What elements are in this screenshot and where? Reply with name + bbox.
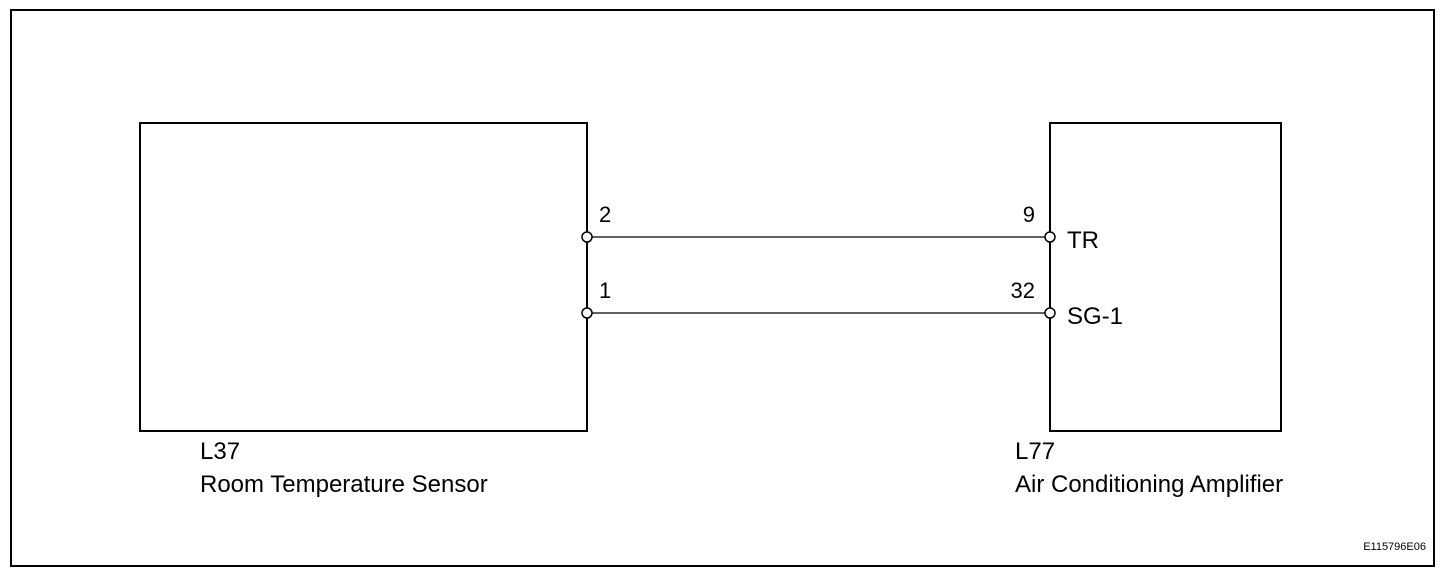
left-component-name: Room Temperature Sensor [200,471,488,498]
terminal-right-pin-9 [1044,231,1056,243]
left-pin-2-label: 2 [599,202,611,227]
terminal-right-pin-32 [1044,307,1056,319]
room-temperature-sensor-box [139,122,588,432]
right-pin-32-label: 32 [1011,278,1035,303]
terminal-sg-1-label: SG-1 [1067,303,1123,330]
right-component-code: L77 [1015,438,1055,465]
terminal-left-pin-1 [581,307,593,319]
figure-id: E115796E06 [1363,541,1426,553]
left-pin-1-label: 1 [599,278,611,303]
terminal-tr-label: TR [1067,227,1099,254]
right-component-name: Air Conditioning Amplifier [1015,471,1283,498]
diagram-frame [10,9,1435,567]
left-component-code: L37 [200,438,240,465]
right-pin-9-label: 9 [1023,202,1035,227]
terminal-left-pin-2 [581,231,593,243]
air-conditioning-amplifier-box [1049,122,1282,432]
